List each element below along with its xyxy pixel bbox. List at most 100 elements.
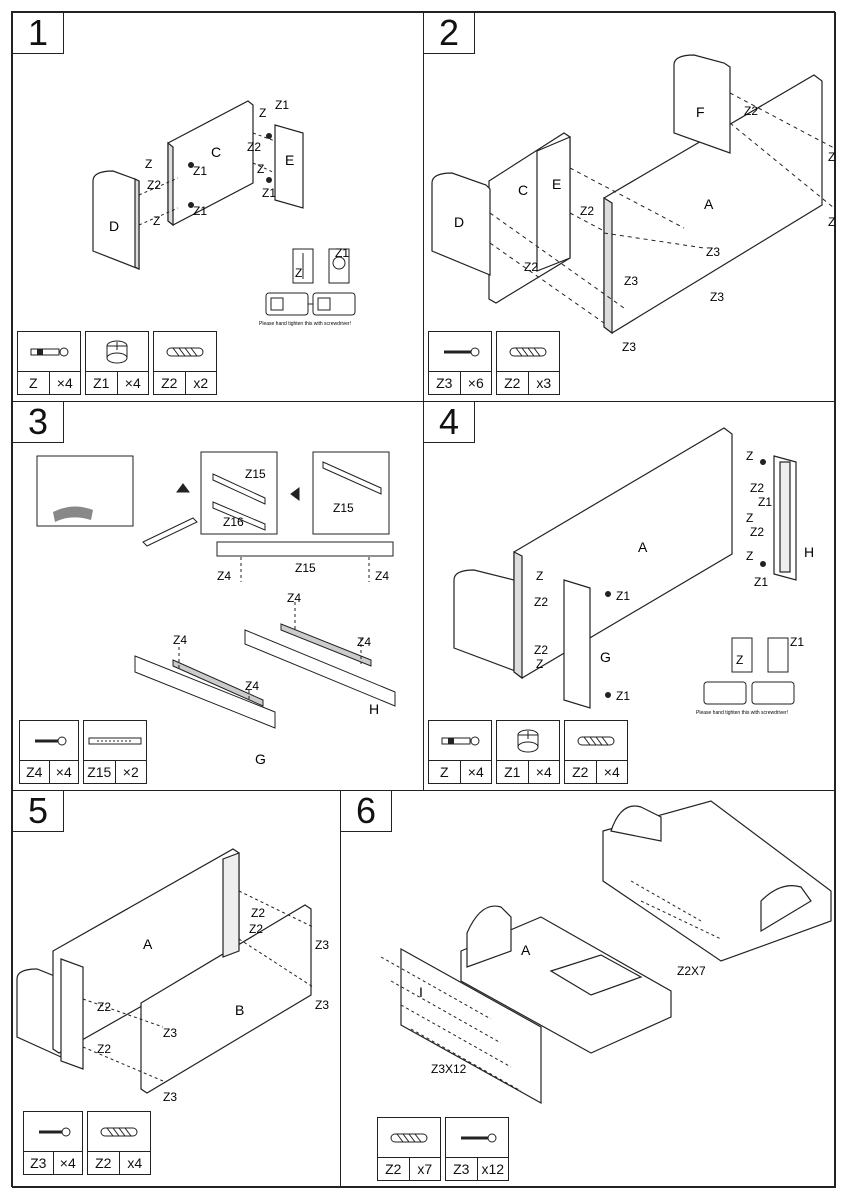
instruction-sheet: 1 (11, 11, 836, 1188)
label-z2-b: Z2 (580, 204, 594, 218)
label-z4-f: Z4 (357, 635, 371, 649)
step-4-number: 4 (424, 402, 475, 443)
label-z1-d: Z1 (616, 689, 630, 703)
label-z-a: Z (746, 449, 753, 463)
label-z15-c: Z15 (295, 561, 316, 575)
label-d: D (109, 218, 119, 234)
label-c: C (518, 182, 528, 198)
panel-a-shape (513, 427, 733, 679)
part-z3-box: Z3×4 (23, 1111, 83, 1175)
label-g: G (600, 649, 611, 665)
label-z2-b: Z2 (249, 922, 263, 936)
wooden-dowel-icon (154, 332, 216, 372)
screw-icon (429, 332, 491, 372)
part-z15-box: Z15 ×2 (83, 720, 147, 784)
label-z3-e: Z3 (710, 290, 724, 304)
screw-icon (24, 1112, 82, 1152)
label-z1-a: Z1 (758, 495, 772, 509)
label-z2-c: Z2 (524, 260, 538, 274)
label-z15-a: Z15 (245, 467, 266, 481)
label-z1-a: Z1 (193, 164, 207, 178)
step-4-illustration: A G H Z Z Z Z Z Z2 Z2 Z2 Z2 Z1 Z1 Z1 Z1 … (453, 427, 814, 716)
part-qty: x7 (417, 1161, 433, 1177)
part-qty: ×4 (535, 764, 552, 780)
part-z4-box: Z4×4 (19, 720, 79, 784)
step-1-panel: 1 (12, 12, 424, 402)
part-z2-box: Z2 x4 (87, 1111, 151, 1175)
label-h: H (804, 544, 814, 560)
label-z2-b: Z2 (247, 140, 261, 154)
step-2-panel: 2 A C D E F Z2 (423, 12, 836, 402)
label-a: A (143, 936, 153, 952)
label-z4-c: Z4 (173, 633, 187, 647)
step-4-parts: Z×4 Z1×4 Z2×4 (428, 720, 628, 784)
step-3-parts: Z4×4 Z15 ×2 (19, 720, 147, 784)
panel-d-shape (431, 172, 491, 276)
label-b: B (235, 1002, 244, 1018)
wooden-dowel-icon (378, 1118, 440, 1158)
part-z-box: Z ×4 (17, 331, 81, 395)
part-code: Z1 (497, 761, 529, 783)
step-3-number: 3 (13, 402, 64, 443)
label-z2-a: Z2 (750, 481, 764, 495)
step-5-panel: 5 A B Z2 Z2 Z2 Z2 Z3 Z3 Z3 (12, 790, 341, 1188)
label-z3-c: Z3 (163, 1026, 177, 1040)
label-z3-f: Z3 (622, 340, 636, 354)
step-6-panel: 6 A I (340, 790, 836, 1188)
step-1-illustration: C D E Z Z Z Z Z1 Z1 Z1 Z1 Z2 Z2 Z Z1 Ple… (92, 98, 356, 327)
label-z-d: Z (257, 162, 264, 176)
cam-lock-icon (497, 721, 559, 761)
label-g: G (255, 751, 266, 767)
label-z1-c: Z1 (616, 589, 630, 603)
label-z4-a: Z4 (217, 569, 231, 583)
step-6-illustration: A I Z2X7 Z3X12 (380, 800, 832, 1105)
step-3-panel: 3 (12, 401, 424, 791)
board-h (244, 629, 396, 707)
label-z1-d: Z1 (262, 186, 276, 200)
cam-lock-icon (86, 332, 148, 372)
label-z3-a: Z3 (828, 150, 836, 164)
part-qty: ×4 (55, 764, 72, 780)
panel-e-shape (274, 124, 304, 209)
part-z2-box: Z2×4 (564, 720, 628, 784)
label-z2-c: Z2 (534, 595, 548, 609)
part-code: Z2 (565, 761, 597, 783)
label-z-d: Z (536, 569, 543, 583)
part-qty: ×4 (56, 375, 73, 391)
panel-e-shape (536, 136, 571, 272)
label-z1-b: Z1 (754, 575, 768, 589)
label-i: I (419, 984, 423, 1000)
part-code: Z15 (84, 761, 116, 783)
step-6-number: 6 (341, 791, 392, 832)
part-code: Z2 (154, 372, 186, 394)
wooden-dowel-icon (565, 721, 627, 761)
label-e: E (285, 152, 294, 168)
part-qty: x4 (127, 1155, 143, 1171)
label-z2-c: Z2 (97, 1000, 111, 1014)
drawer-slide-icon (84, 721, 146, 761)
wooden-dowel-icon (88, 1112, 150, 1152)
screw-icon (446, 1118, 508, 1158)
label-a: A (521, 942, 531, 958)
step-4-panel: 4 A G H Z Z (423, 401, 836, 791)
part-code: Z2 (88, 1152, 120, 1174)
inset-rail-pair (200, 451, 278, 535)
part-qty: ×4 (467, 764, 484, 780)
part-code: Z (18, 372, 50, 394)
step-2-illustration: A C D E F Z2 Z2 Z2 Z3 Z3 Z3 Z3 Z3 Z3 (431, 54, 836, 354)
part-code: Z3 (24, 1152, 54, 1174)
label-z1-inset: Z1 (790, 635, 804, 649)
label-d: D (454, 214, 464, 230)
label-z3-c: Z3 (706, 245, 720, 259)
label-z3-a: Z3 (315, 938, 329, 952)
part-code: Z3 (429, 372, 461, 394)
hand-tighten-note: Please hand tighten this with screwdrive… (696, 710, 788, 716)
label-z4-b: Z4 (375, 569, 389, 583)
wooden-dowel-icon (497, 332, 559, 372)
label-z-b: Z (746, 511, 753, 525)
part-qty: x3 (536, 375, 552, 391)
part-qty: ×2 (122, 764, 139, 780)
